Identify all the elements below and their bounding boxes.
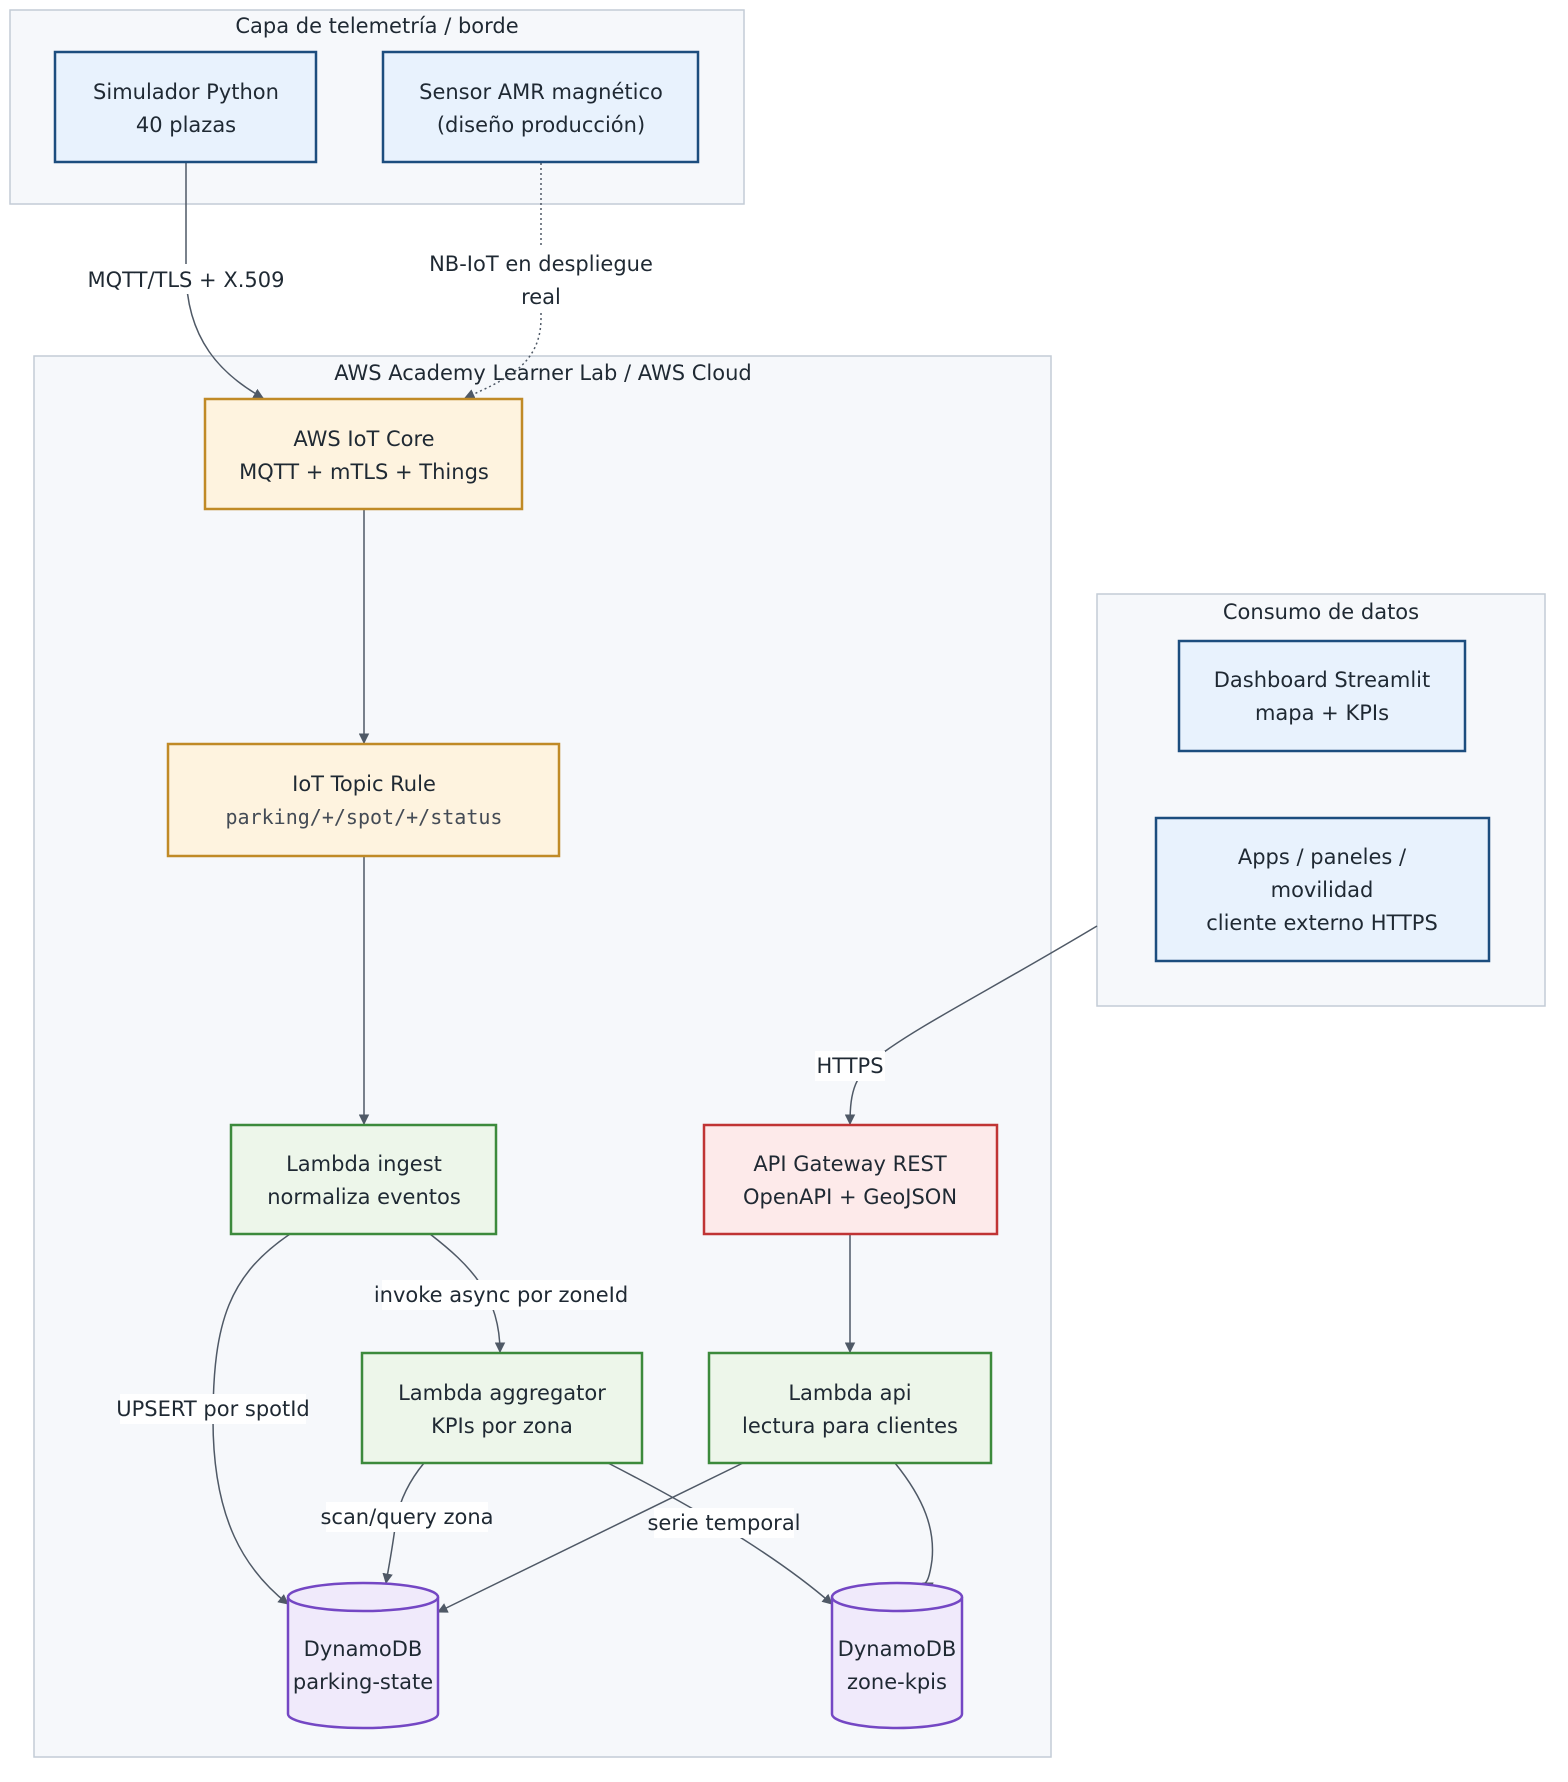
edge-layer-title: Capa de telemetría / borde — [235, 14, 518, 38]
svg-text:MQTT + mTLS + Things: MQTT + mTLS + Things — [239, 460, 489, 484]
node-lambda-api: Lambda api lectura para clientes — [707, 1351, 993, 1465]
node-ddb-parking-state: DynamoDB parking-state — [286, 1581, 440, 1730]
edge-sensor-to-iotcore — [464, 163, 542, 399]
svg-text:Apps / paneles /: Apps / paneles / — [1238, 845, 1407, 869]
svg-text:API Gateway REST: API Gateway REST — [753, 1152, 947, 1176]
svg-text:mapa + KPIs: mapa + KPIs — [1255, 701, 1389, 725]
svg-text:DynamoDB: DynamoDB — [838, 1637, 957, 1661]
svg-text:parking/+/spot/+/status: parking/+/spot/+/status — [226, 805, 503, 829]
svg-text:Lambda api: Lambda api — [788, 1381, 911, 1405]
svg-text:Simulador Python: Simulador Python — [93, 80, 279, 104]
edge-label-nbiot: NB-IoT en despliegue real — [429, 248, 653, 312]
svg-text:Lambda ingest: Lambda ingest — [286, 1152, 442, 1176]
node-sensor: Sensor AMR magnético (diseño producción) — [381, 50, 700, 164]
edge-label-mqtt: MQTT/TLS + X.509 — [88, 264, 285, 294]
svg-text:(diseño producción): (diseño producción) — [437, 113, 645, 137]
svg-text:UPSERT por spotId: UPSERT por spotId — [116, 1397, 310, 1421]
node-apps: Apps / paneles / movilidad cliente exter… — [1154, 816, 1491, 963]
edge-label-https: HTTPS — [815, 1051, 885, 1081]
edge-label-invoke: invoke async por zoneId — [374, 1280, 628, 1310]
node-lambda-ingest: Lambda ingest normaliza eventos — [229, 1123, 498, 1236]
node-lambda-aggregator: Lambda aggregator KPIs por zona — [360, 1351, 644, 1465]
svg-text:movilidad: movilidad — [1271, 878, 1374, 902]
svg-text:IoT Topic Rule: IoT Topic Rule — [292, 772, 436, 796]
svg-text:DynamoDB: DynamoDB — [304, 1637, 423, 1661]
edge-label-serie: serie temporal — [647, 1508, 801, 1538]
svg-text:lectura para clientes: lectura para clientes — [742, 1414, 958, 1438]
svg-text:real: real — [521, 285, 561, 309]
svg-text:40 plazas: 40 plazas — [136, 113, 236, 137]
edge-lambdaapi-to-ddbkpis — [894, 1462, 934, 1592]
consumers-title: Consumo de datos — [1223, 600, 1419, 624]
cloud-group: AWS Academy Learner Lab / AWS Cloud — [33, 355, 1052, 1758]
svg-text:serie temporal: serie temporal — [647, 1511, 800, 1535]
edge-label-scan: scan/query zona — [320, 1502, 494, 1532]
svg-text:NB-IoT en despliegue: NB-IoT en despliegue — [429, 252, 653, 276]
edge-lambdaapi-to-ddbstate — [437, 1462, 744, 1613]
node-api-gateway: API Gateway REST OpenAPI + GeoJSON — [702, 1123, 999, 1236]
cloud-title: AWS Academy Learner Lab / AWS Cloud — [334, 361, 751, 385]
edge-apps-to-apigateway — [844, 925, 1098, 1126]
node-ddb-zone-kpis: DynamoDB zone-kpis — [830, 1581, 964, 1730]
svg-text:scan/query zona: scan/query zona — [320, 1505, 493, 1529]
svg-text:KPIs por zona: KPIs por zona — [431, 1414, 573, 1438]
svg-text:Sensor AMR magnético: Sensor AMR magnético — [419, 80, 663, 104]
svg-text:AWS IoT Core: AWS IoT Core — [293, 427, 434, 451]
svg-text:Lambda aggregator: Lambda aggregator — [398, 1381, 606, 1405]
svg-text:parking-state: parking-state — [293, 1670, 433, 1694]
edge-label-upsert: UPSERT por spotId — [116, 1394, 310, 1424]
svg-text:MQTT/TLS + X.509: MQTT/TLS + X.509 — [88, 268, 285, 292]
svg-text:zone-kpis: zone-kpis — [847, 1670, 947, 1694]
svg-text:Dashboard Streamlit: Dashboard Streamlit — [1214, 668, 1431, 692]
svg-text:cliente externo HTTPS: cliente externo HTTPS — [1206, 911, 1438, 935]
svg-text:OpenAPI + GeoJSON: OpenAPI + GeoJSON — [743, 1185, 957, 1209]
node-simulator: Simulador Python 40 plazas — [53, 50, 318, 164]
node-dashboard: Dashboard Streamlit mapa + KPIs — [1177, 639, 1467, 753]
node-topic-rule: IoT Topic Rule parking/+/spot/+/status — [166, 742, 561, 858]
svg-text:normaliza eventos: normaliza eventos — [267, 1185, 461, 1209]
svg-text:invoke async por zoneId: invoke async por zoneId — [374, 1283, 628, 1307]
node-iot-core: AWS IoT Core MQTT + mTLS + Things — [203, 397, 524, 511]
svg-text:HTTPS: HTTPS — [816, 1054, 883, 1078]
